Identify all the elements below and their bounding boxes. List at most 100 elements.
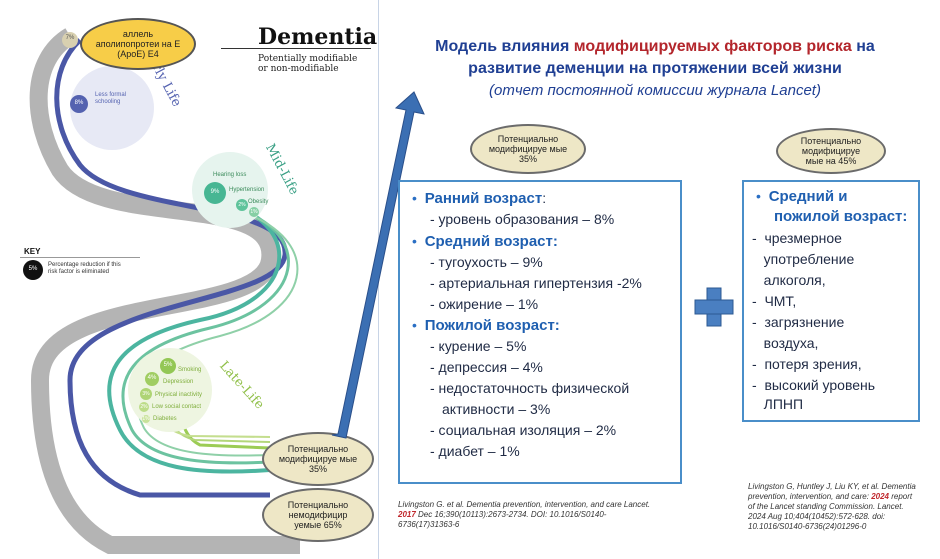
mid-label-3: Obesity xyxy=(248,199,269,205)
list-item: - недостаточность физической xyxy=(430,380,630,396)
section-head: Средний возраст: xyxy=(424,233,558,250)
ref2-line2a: prevention, intervention, and care: xyxy=(748,492,872,501)
title-part-b: модифицируемых факторов риска xyxy=(573,38,852,55)
box2-additional-list: • Средний и пожилой возраст: - чрезмерно… xyxy=(742,180,920,422)
list-item: - высокий уровень xyxy=(752,377,876,393)
title-part-c: на xyxy=(851,38,875,55)
list-item: - потеря зрения, xyxy=(752,356,862,372)
box2-badge-label: Потенциально модифицируе мые на 45% xyxy=(800,136,862,166)
early-pct: 8% xyxy=(74,100,84,106)
section-head: Ранний возраст xyxy=(424,190,543,207)
list-item: - депрессия – 4% xyxy=(430,359,543,375)
list-item: - курение – 5% xyxy=(430,338,527,354)
mid-dot-2 xyxy=(236,199,248,211)
lifecourse-road xyxy=(23,28,300,554)
key-rule xyxy=(20,257,140,258)
list-item: - диабет – 1% xyxy=(430,443,520,459)
list-item: активности – 3% xyxy=(442,401,551,417)
plus-icon xyxy=(694,287,734,327)
mid-dot-1 xyxy=(204,182,226,204)
box1-section-late: • Пожилой возраст: xyxy=(412,317,560,334)
key-dot-pct: 5% xyxy=(28,266,38,272)
list-item: ЛПНП xyxy=(752,396,804,412)
reference-2017: Livingston G. et al. Dementia prevention… xyxy=(398,500,698,530)
mid-life-bubble xyxy=(192,152,268,228)
list-item: - артериальная гипертензия -2% xyxy=(430,275,642,291)
dementia-title: Dementia xyxy=(258,24,378,50)
key-title: KEY xyxy=(24,247,41,256)
mid-label-2: Hypertension xyxy=(229,187,265,193)
box1-section-mid: • Средний возраст: xyxy=(412,233,558,250)
late-dot-3 xyxy=(140,388,152,400)
ref2-year: 2024 xyxy=(871,492,889,501)
list-item: - загрязнение xyxy=(752,314,845,330)
list-item: - ожирение – 1% xyxy=(430,296,539,312)
early-life-bubble xyxy=(70,66,154,150)
mid-pct-2: 2% xyxy=(238,202,246,208)
key-text: Percentage reduction if this risk factor… xyxy=(48,262,121,275)
late-dot-5 xyxy=(142,415,150,423)
section-head: Пожилой возраст: xyxy=(424,317,560,334)
nonmodifiable-ellipse: Потенциально немодифицир уемые 65% xyxy=(262,488,374,542)
ref2-line4: 2024 Aug 10;404(10452):572-628. doi: xyxy=(748,512,886,521)
ref2-line1: Livingston G, Huntley J, Liu KY, et al. … xyxy=(748,482,916,491)
apoe-pct: 7% xyxy=(65,35,75,41)
title-rule xyxy=(221,48,371,49)
box1-modifiable-list: • Ранний возраст: - уровень образования … xyxy=(398,180,682,484)
big-arrow xyxy=(331,91,425,439)
apoe-ellipse: аллель аполипопротеи на E (ApoE) E4 xyxy=(80,18,196,70)
list-item: воздуха, xyxy=(752,335,819,351)
early-dot xyxy=(70,95,88,113)
list-item: - ЧМТ, xyxy=(752,293,797,309)
box2-head-line1: • Средний и xyxy=(756,188,848,205)
list-item: - чрезмерное xyxy=(752,230,842,246)
list-item: употребление xyxy=(752,251,855,267)
late-pct-2: 4% xyxy=(147,375,157,381)
apoe-label: аллель аполипопротеи на E (ApoE) E4 xyxy=(95,29,181,59)
main-title: Модель влияния модифицируемых факторов р… xyxy=(395,36,915,80)
arrow-shape xyxy=(331,91,425,439)
ref1-text-b: Dec 16;390(10113):2673-2734. DOI: 10.101… xyxy=(415,510,607,519)
mid-life-path-1 xyxy=(107,203,282,474)
early-label: Less formal schooling xyxy=(95,92,127,105)
ref1-year: 2017 xyxy=(398,510,416,519)
box2-badge: Потенциально модифицируе мые на 45% xyxy=(776,128,886,174)
mid-pct-1: 9% xyxy=(210,189,220,195)
ref2-line2b: report xyxy=(888,492,913,501)
list-item: - тугоухость – 9% xyxy=(430,254,543,270)
list-item: - социальная изоляция – 2% xyxy=(430,422,617,438)
section-head: Средний и xyxy=(768,188,848,205)
late-pct-5: 1% xyxy=(142,416,150,422)
reference-2024: Livingston G, Huntley J, Liu KY, et al. … xyxy=(748,482,938,532)
ref2-line3: of the Lancet standing Commission. Lance… xyxy=(748,502,904,511)
late-pct-1: 5% xyxy=(163,362,173,368)
ref2-line5: 10.1016/S0140-6736(24)01296-0 xyxy=(748,522,867,531)
mid-dot-3 xyxy=(249,207,259,217)
ref1-text-c: 6736(17)31363-6 xyxy=(398,520,460,529)
box1-section-early: • Ранний возраст: xyxy=(412,190,547,207)
list-item: - уровень образования – 8% xyxy=(430,211,615,227)
title-line-2: развитие деменции на протяжении всей жиз… xyxy=(468,60,842,77)
key-dot xyxy=(23,260,43,280)
nonmodifiable-path xyxy=(29,28,300,554)
section-suffix: : xyxy=(542,190,547,206)
late-pct-3: 3% xyxy=(142,391,150,397)
late-pct-4: 2% xyxy=(140,404,148,410)
mid-label-1: Hearing loss xyxy=(213,172,247,178)
dementia-infographic: 7% 8% Less formal schooling Early Life M… xyxy=(0,0,379,559)
late-label-3: Physical inactivity xyxy=(155,392,203,398)
list-item: алкоголя, xyxy=(752,272,826,288)
late-label-5: Diabetes xyxy=(153,416,177,422)
early-life-path xyxy=(54,38,288,498)
late-label-4: Low social contact xyxy=(152,404,202,410)
main-subtitle: (отчет постоянной комиссии журнала Lance… xyxy=(489,82,821,99)
late-label-1: Smoking xyxy=(178,367,202,373)
box1-badge: Потенциально модифицируе мые 35% xyxy=(470,124,586,174)
nonmodifiable-label: Потенциально немодифицир уемые 65% xyxy=(287,500,349,530)
late-life-bubble xyxy=(128,348,212,432)
mid-pct-3: 1% xyxy=(250,209,258,215)
dementia-subtitle: Potentially modifiable or non-modifiable xyxy=(258,54,358,74)
mid-life-path-2 xyxy=(121,208,290,465)
modifiable-label: Потенциально модифицируе мые 35% xyxy=(278,444,358,474)
box1-badge-label: Потенциально модифицируе мые 35% xyxy=(488,134,568,164)
